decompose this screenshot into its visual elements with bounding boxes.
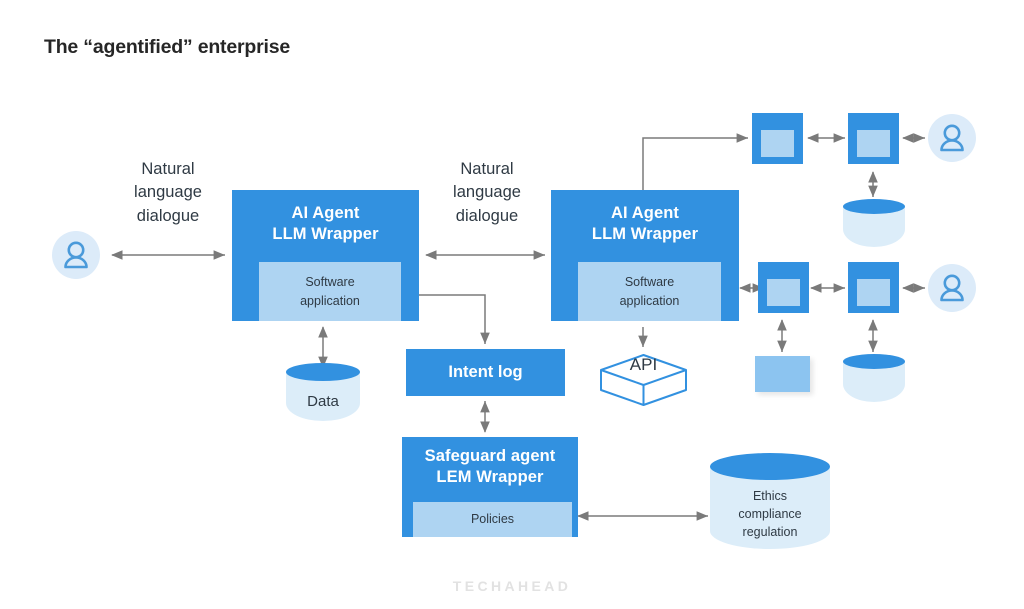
agent-left-title-2: LLM Wrapper [272,225,379,244]
agent-right-title-1: AI Agent [610,204,680,222]
app-top-1-inner [761,130,794,157]
nl-mid-line-3: dialogue [455,206,519,225]
agent-right-software-panel[interactable]: Software application [578,262,721,321]
agent-right-title-2: LLM Wrapper [591,225,699,244]
db-top-right-top [843,199,905,214]
ethics-line-3: regulation [742,525,798,540]
app-bottom-1-icon[interactable] [758,262,809,313]
connector-agent-left-to-intent-log [419,294,490,345]
safeguard-title-1: Safeguard agent [424,447,556,465]
ethics-line-2: compliance [738,507,802,522]
app-bottom-1-inner [767,279,800,306]
label-natural-language-dialogue-left: Natural language dialogue [105,158,231,228]
agent-right-inner-2: application [619,293,680,308]
ethics-store-top [710,453,830,480]
agent-left-software-panel[interactable]: Software application [259,262,401,321]
nl-mid-line-2: language [453,183,521,202]
person-icon [940,124,964,152]
nl-left-line-1: Natural [141,160,195,178]
agent-left-title-1: AI Agent [291,204,360,222]
label-natural-language-dialogue-middle: Natural language dialogue [424,158,550,228]
person-icon [940,274,964,302]
file-bottom-icon[interactable] [755,356,810,392]
connector-agent-right-to-app-top-1 [642,133,749,190]
intent-log-label: Intent log [448,363,523,381]
agent-left-inner-2: application [300,293,360,308]
api-box[interactable]: API [598,353,689,407]
ethics-store-cylinder[interactable]: Ethics compliance regulation [710,453,830,549]
api-cube-icon [600,354,687,406]
ethics-store-label: Ethics compliance regulation [710,487,830,541]
person-bottom-right-avatar[interactable] [928,264,976,312]
agent-right-inner-1: Software [624,275,675,290]
agent-right-box[interactable]: AI Agent LLM Wrapper Software applicatio… [551,190,739,321]
data-store-label: Data [307,393,339,410]
ethics-line-1: Ethics [752,489,788,503]
app-bottom-2-icon[interactable] [848,262,899,313]
data-store-cylinder[interactable]: Data [286,363,360,421]
person-icon [64,241,88,269]
person-left-avatar[interactable] [52,231,100,279]
safeguard-policies-panel[interactable]: Policies [413,502,572,537]
app-top-2-inner [857,130,890,157]
app-bottom-2-inner [857,279,890,306]
safeguard-title-2: LEM Wrapper [436,468,544,487]
safeguard-inner-1: Policies [470,512,515,527]
db-bottom-right-cylinder[interactable] [843,354,905,402]
intent-log-box[interactable]: Intent log [406,349,565,396]
agent-left-box[interactable]: AI Agent LLM Wrapper Software applicatio… [232,190,419,321]
app-top-2-icon[interactable] [848,113,899,164]
watermark-techahead: TECHAHEAD [452,578,572,594]
db-top-right-cylinder[interactable] [843,199,905,247]
page-title: The “agentified” enterprise [44,36,290,58]
person-top-right-avatar[interactable] [928,114,976,162]
api-label: API [629,355,658,374]
agent-left-inner-1: Software [305,275,355,290]
db-bottom-right-top [843,354,905,369]
nl-left-line-3: dialogue [136,206,200,225]
app-top-1-icon[interactable] [752,113,803,164]
data-store-top [286,363,360,381]
safeguard-agent-box[interactable]: Safeguard agent LEM Wrapper Policies [402,437,578,537]
nl-mid-line-1: Natural [460,160,514,178]
nl-left-line-2: language [134,183,202,202]
